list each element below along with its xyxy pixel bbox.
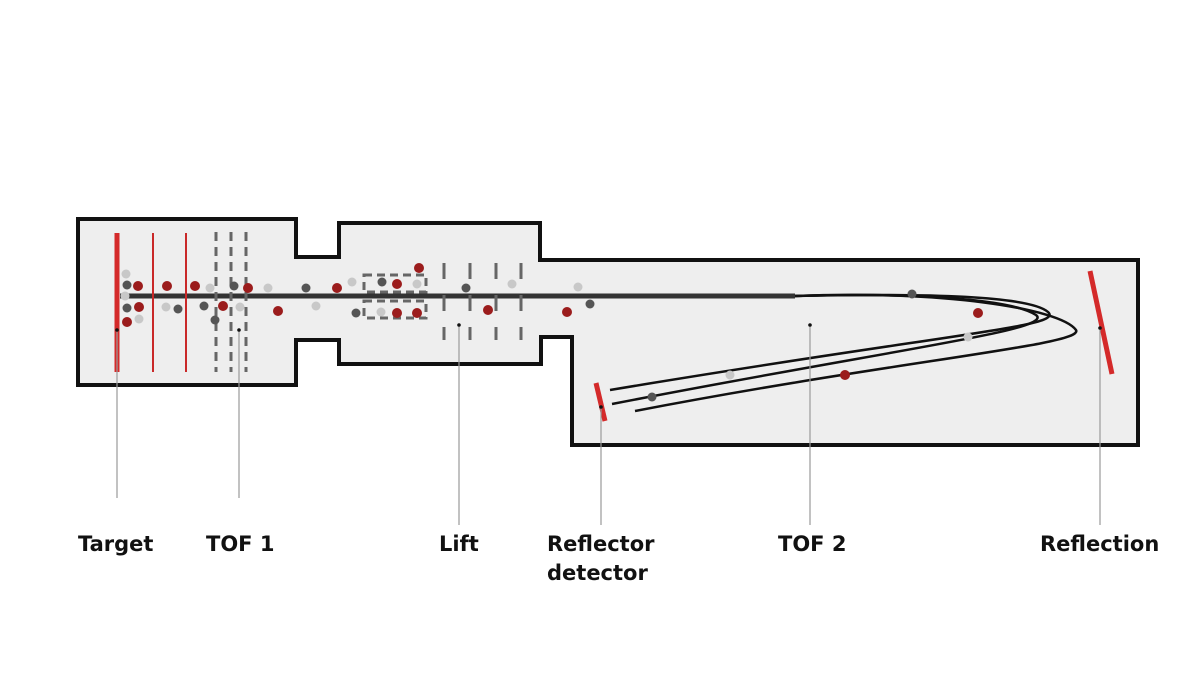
ion <box>273 306 283 316</box>
ion <box>229 281 239 291</box>
ion <box>907 289 917 299</box>
reflector-detector-plate <box>593 382 608 422</box>
label-tof1: TOF 1 <box>206 532 275 556</box>
ion <box>973 308 983 318</box>
ion <box>161 302 171 312</box>
ion <box>392 308 402 318</box>
label-reflector-detector: Reflector detector <box>547 530 655 588</box>
lift-cell <box>362 273 428 320</box>
ion <box>573 282 583 292</box>
ion <box>243 283 253 293</box>
ion <box>963 332 973 342</box>
leader-anchors <box>115 323 1102 409</box>
ion <box>412 279 422 289</box>
ions <box>120 263 983 402</box>
label-reflector-detector-line1: Reflector <box>547 532 655 556</box>
ion <box>412 308 422 318</box>
lift-electrodes <box>442 263 523 340</box>
ion <box>647 392 657 402</box>
ion <box>725 370 735 380</box>
ion <box>311 301 321 311</box>
label-reflector-detector-line2: detector <box>547 561 648 585</box>
label-tof2: TOF 2 <box>778 532 847 556</box>
ion <box>392 279 402 289</box>
ion <box>134 302 144 312</box>
ion <box>122 303 132 313</box>
tof1-electrodes <box>214 232 248 372</box>
ion <box>199 301 209 311</box>
ion <box>190 281 200 291</box>
leader-lines <box>116 325 1101 525</box>
ion <box>840 370 850 380</box>
ion <box>351 308 361 318</box>
ion <box>121 269 131 279</box>
ion <box>376 307 386 317</box>
reflection-plate <box>1087 270 1115 375</box>
ion <box>122 280 132 290</box>
ion <box>134 314 144 324</box>
ion <box>483 305 493 315</box>
vacuum-chamber <box>76 217 1140 447</box>
ion <box>414 263 424 273</box>
ion <box>461 283 471 293</box>
label-reflection: Reflection <box>1040 532 1160 556</box>
ion <box>263 283 273 293</box>
ion <box>218 301 228 311</box>
ion <box>562 307 572 317</box>
ion <box>210 315 220 325</box>
ion <box>205 283 215 293</box>
ion <box>585 299 595 309</box>
ion <box>301 283 311 293</box>
label-lift: Lift <box>439 532 479 556</box>
ion <box>377 277 387 287</box>
ion <box>347 277 357 287</box>
ion <box>162 281 172 291</box>
ion <box>507 279 517 289</box>
ion <box>235 302 245 312</box>
ion <box>120 291 130 301</box>
ion <box>122 317 132 327</box>
ion <box>133 281 143 291</box>
ion <box>332 283 342 293</box>
ion <box>173 304 183 314</box>
label-target: Target <box>78 532 154 556</box>
